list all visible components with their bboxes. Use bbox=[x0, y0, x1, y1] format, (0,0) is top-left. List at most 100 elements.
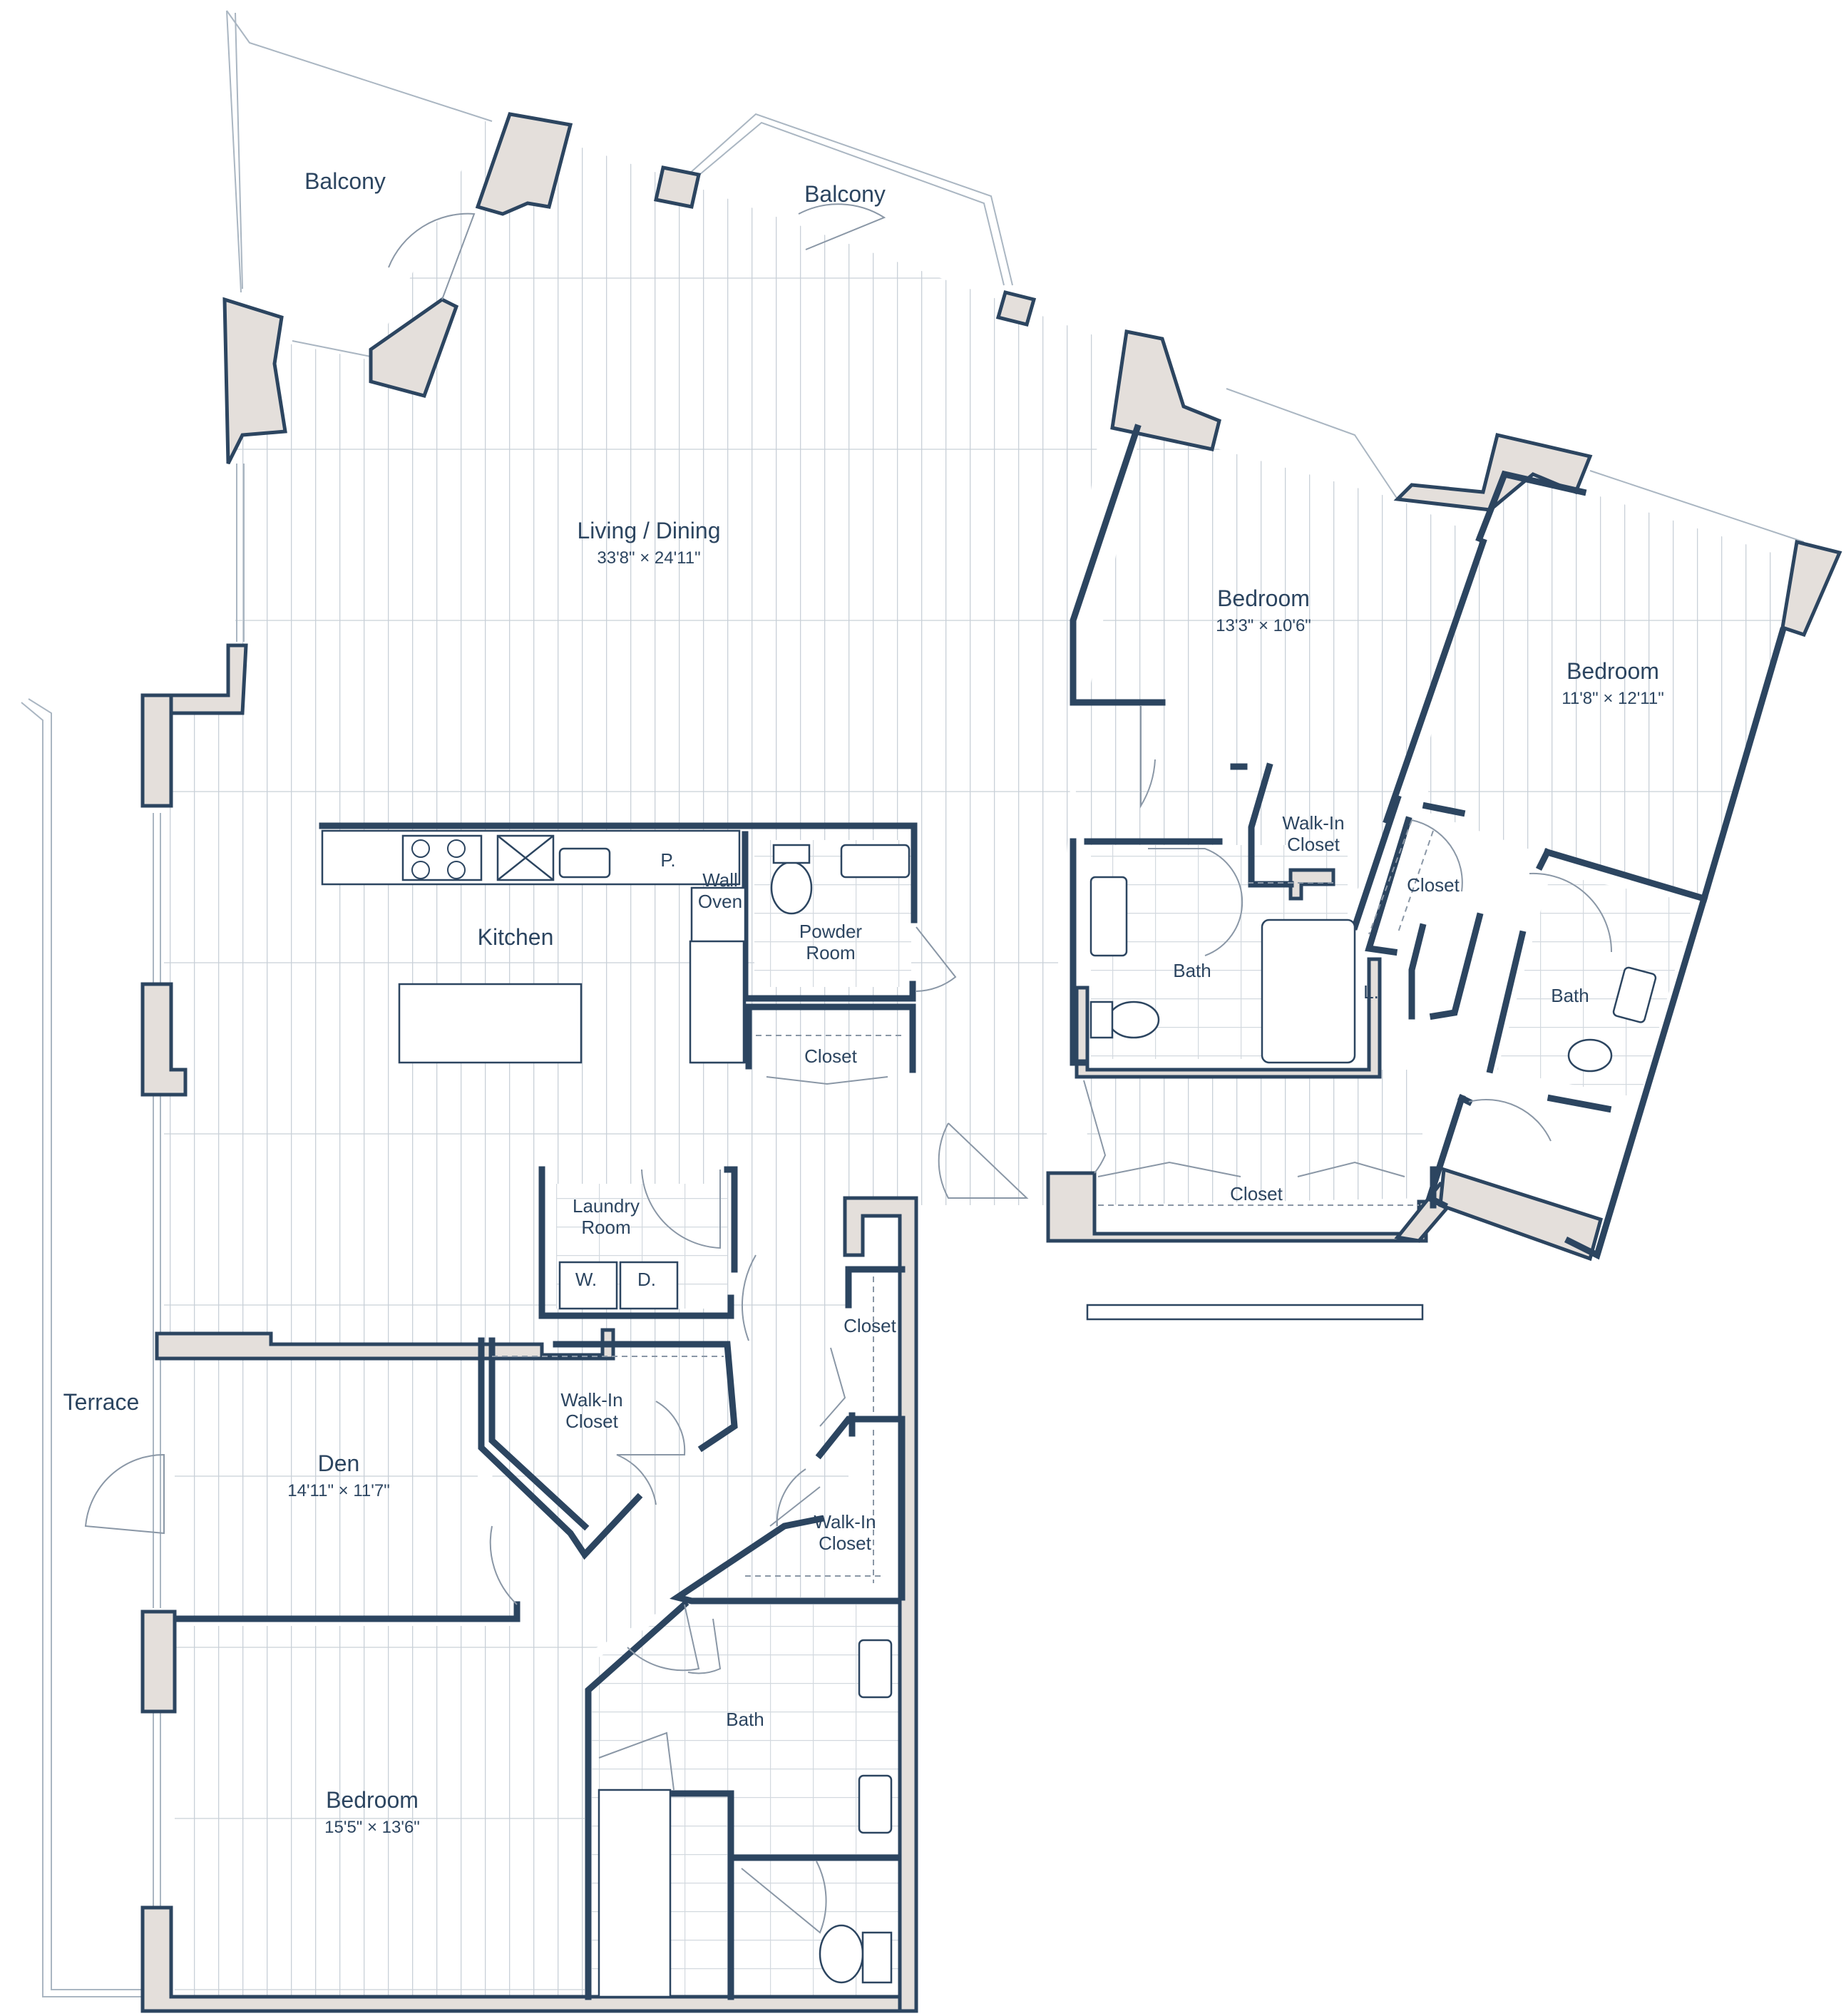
label-balcony-2: Balcony bbox=[804, 181, 886, 207]
label-bath-2: Bath bbox=[1551, 985, 1589, 1006]
label-living-dining-dim: 33'8" × 24'11" bbox=[597, 548, 700, 568]
column-nw-2 bbox=[222, 297, 287, 465]
wall-east-wing bbox=[843, 1196, 918, 2013]
floor-living-dining bbox=[164, 121, 1112, 1348]
column-w-3 bbox=[140, 1610, 177, 1714]
label-linen: L. bbox=[1363, 981, 1379, 1003]
door-den bbox=[489, 1525, 518, 1605]
column-w-2 bbox=[140, 982, 188, 1097]
door-swings bbox=[84, 203, 1613, 1934]
bath1-sink-icon bbox=[1089, 876, 1128, 957]
bath3-shower-icon bbox=[598, 1789, 672, 1998]
bath-fixtures bbox=[558, 844, 1657, 1998]
label-kitchen: Kitchen bbox=[478, 924, 554, 950]
powder-sink-icon bbox=[840, 844, 911, 879]
column-w-1b bbox=[140, 693, 173, 808]
walls bbox=[140, 112, 1842, 2013]
door-terrace bbox=[84, 1453, 165, 1535]
label-walkin-bed3-2: Closet bbox=[819, 1533, 871, 1554]
bath2-sink-icon bbox=[1612, 966, 1657, 1023]
door-bath-2b bbox=[1468, 1099, 1552, 1142]
label-washer: W. bbox=[575, 1269, 597, 1290]
label-closet-hall: Closet bbox=[843, 1315, 896, 1336]
door-powder bbox=[916, 926, 957, 992]
powder-toilet-icon bbox=[770, 861, 813, 915]
bath3-sink-2-icon bbox=[858, 1774, 893, 1834]
label-balcony-1: Balcony bbox=[304, 168, 386, 194]
column-balcony-east bbox=[995, 290, 1037, 327]
door-bath-3 bbox=[627, 1604, 722, 1674]
label-den: Den bbox=[318, 1450, 360, 1476]
wall-walkin-bed1 bbox=[1288, 868, 1335, 901]
label-living-dining: Living / Dining bbox=[578, 518, 721, 543]
door-hall-2 bbox=[741, 1254, 757, 1341]
washer-icon bbox=[558, 1261, 618, 1310]
label-pantry: P. bbox=[660, 849, 675, 871]
label-bedroom-3-dim: 15'5" × 13'6" bbox=[324, 1818, 420, 1837]
labels: Balcony Balcony Living / Dining 33'8" × … bbox=[63, 168, 1664, 1837]
wall-bed2-south bbox=[1438, 1167, 1604, 1262]
dryer-icon bbox=[619, 1261, 679, 1310]
bath1-toilet-icon bbox=[1107, 1001, 1160, 1039]
bath1-tank-icon bbox=[1089, 1001, 1114, 1039]
powder-tank-icon bbox=[772, 844, 811, 864]
column-bedroom1 bbox=[1110, 329, 1221, 451]
door-balcony-2 bbox=[798, 203, 886, 250]
label-walkin-den-1: Walk-In bbox=[560, 1389, 622, 1411]
door-closet-bed2 bbox=[1411, 819, 1463, 892]
fridge-icon bbox=[689, 940, 745, 1064]
door-hall bbox=[938, 1122, 1029, 1199]
kitchen-island bbox=[398, 983, 583, 1064]
label-closet-kitchen: Closet bbox=[804, 1045, 857, 1067]
label-terrace: Terrace bbox=[63, 1389, 140, 1415]
label-bedroom-3: Bedroom bbox=[326, 1787, 419, 1813]
label-dryer: D. bbox=[637, 1269, 656, 1290]
bath3-toilet-icon bbox=[819, 1924, 864, 1984]
label-den-dim: 14'11" × 11'7" bbox=[287, 1481, 389, 1500]
door-walkin-den bbox=[616, 1401, 686, 1505]
column-ne bbox=[1780, 539, 1842, 638]
label-bedroom-1-dim: 13'3" × 10'6" bbox=[1216, 616, 1311, 635]
label-bedroom-2: Bedroom bbox=[1566, 658, 1659, 684]
label-bedroom-1: Bedroom bbox=[1217, 585, 1310, 611]
bath3-sink-1-icon bbox=[858, 1639, 893, 1699]
overhead-lines bbox=[492, 819, 1434, 1583]
bath3-tank-icon bbox=[861, 1931, 893, 1984]
floor-bedroom-hall bbox=[1084, 1070, 1426, 1205]
cooktop-icon bbox=[401, 834, 483, 881]
balcony-rails bbox=[21, 10, 1805, 1997]
label-laundry-2: Room bbox=[581, 1217, 630, 1238]
label-powder-room-1: Powder bbox=[799, 921, 862, 942]
kitchen-sink-icon bbox=[558, 847, 611, 879]
door-bath-1 bbox=[1140, 706, 1156, 809]
label-laundry-1: Laundry bbox=[573, 1195, 640, 1217]
bed-hall-closet-shelf bbox=[1086, 1304, 1424, 1321]
door-shower-3 bbox=[598, 1731, 675, 1791]
label-walkin-bed1-2: Closet bbox=[1287, 834, 1340, 855]
door-walkin-bed3 bbox=[769, 1468, 821, 1527]
label-bedroom-2-dim: 11'8" × 12'11" bbox=[1562, 689, 1663, 708]
door-laundry bbox=[641, 1169, 721, 1249]
label-closet-bed2: Closet bbox=[1407, 874, 1460, 896]
floor-den bbox=[175, 1341, 478, 1619]
label-wall-oven-1: Wall bbox=[702, 869, 738, 891]
label-bath-3: Bath bbox=[726, 1709, 764, 1730]
label-wall-oven-2: Oven bbox=[698, 891, 742, 912]
floor-bedroom-2 bbox=[1426, 471, 1804, 899]
column-balcony bbox=[369, 297, 459, 399]
wall-bedroom-hall bbox=[1046, 1171, 1428, 1243]
door-bed1-bath bbox=[1148, 848, 1244, 956]
door-bed-hall-closets bbox=[1097, 1161, 1405, 1177]
door-bath-2 bbox=[1529, 872, 1613, 953]
floor-bedroom-3 bbox=[175, 1626, 513, 1997]
label-closet-hall-bed: Closet bbox=[1230, 1183, 1283, 1204]
door-closet-kitchen bbox=[766, 1076, 888, 1085]
door-wc-3 bbox=[741, 1861, 827, 1934]
column-nw-1 bbox=[475, 112, 573, 216]
wall-bath-1 bbox=[1075, 957, 1382, 1079]
door-balcony-1 bbox=[388, 213, 476, 300]
column-balcony-mid bbox=[654, 165, 701, 209]
label-bath-1: Bath bbox=[1173, 960, 1211, 981]
floor-bedroom-1 bbox=[1073, 428, 1483, 970]
